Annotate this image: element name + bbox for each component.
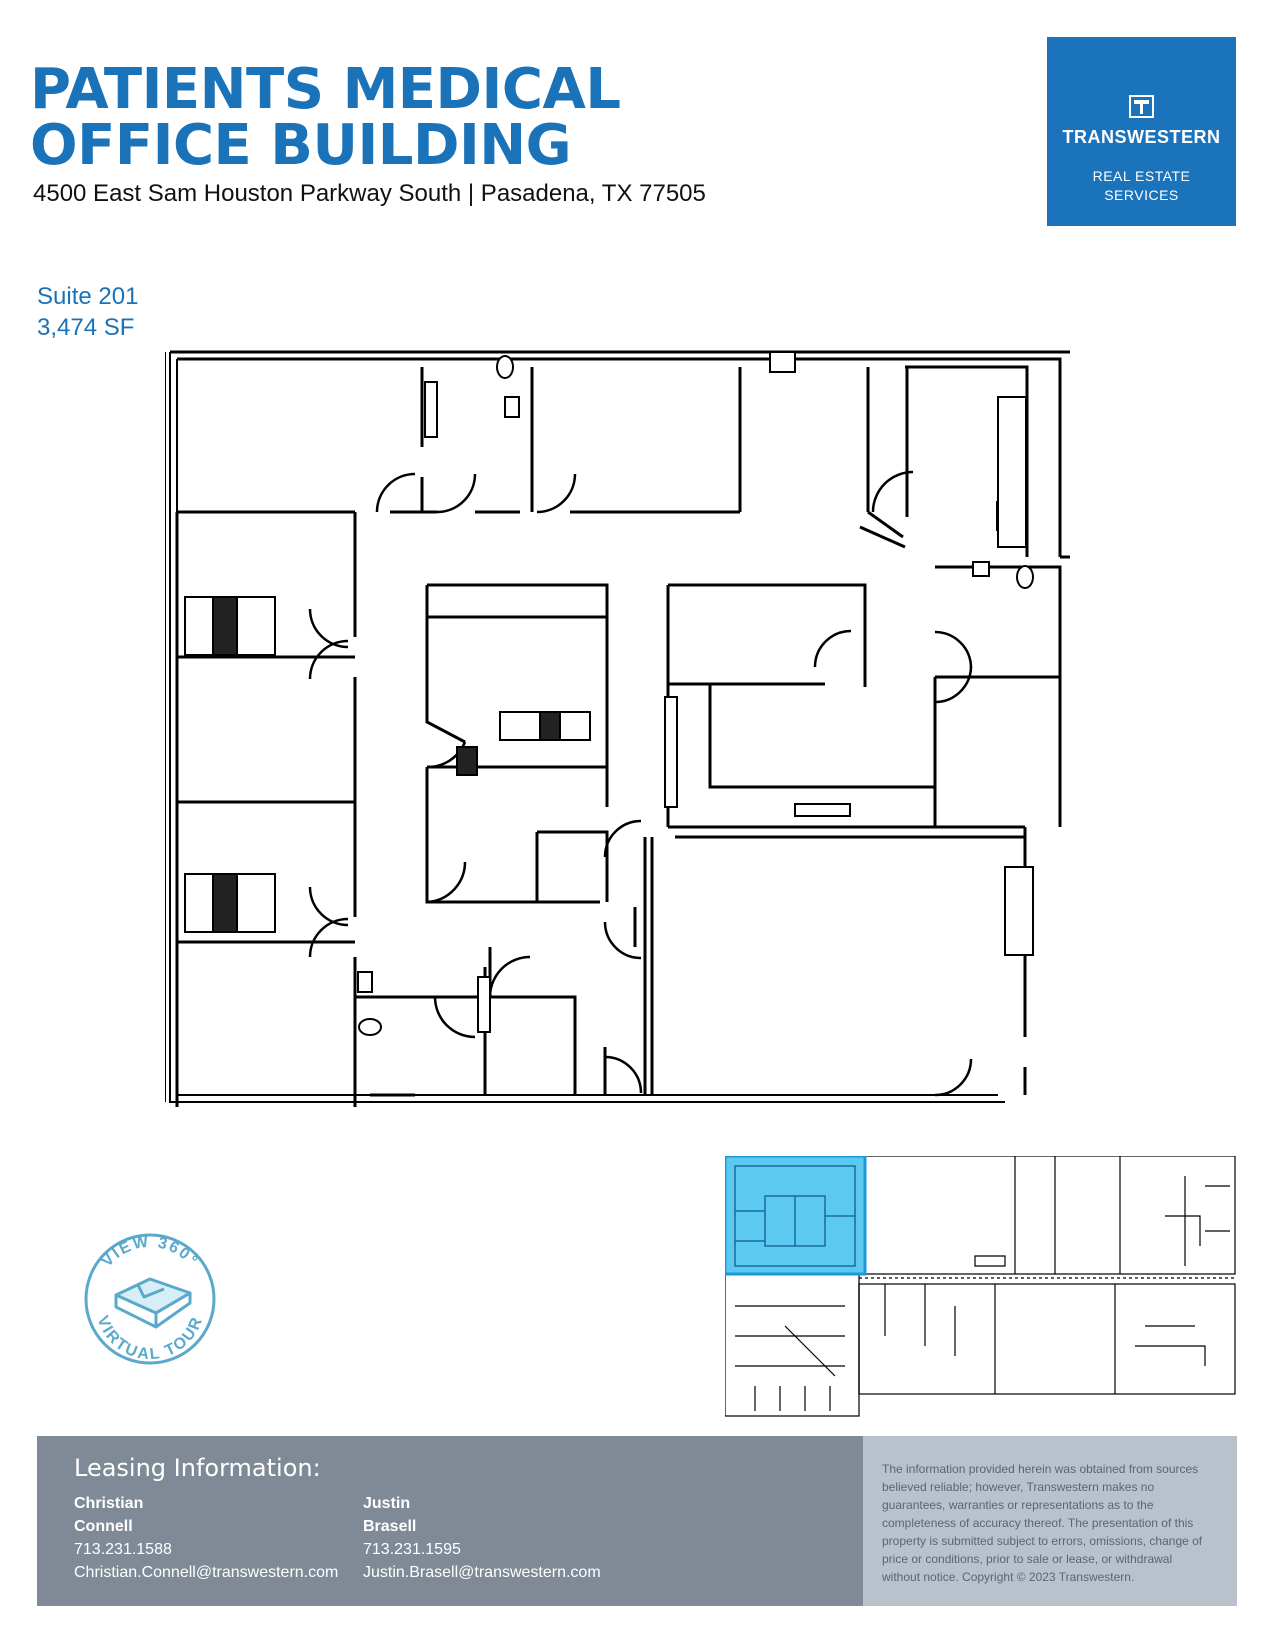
contact-email[interactable]: Christian.Connell@transwestern.com (74, 1564, 339, 1581)
title-line-2: OFFICE BUILDING (30, 113, 572, 178)
badge-top-text: VIEW 360° (99, 1233, 202, 1270)
logo-name: TRANSWESTERN (1062, 127, 1221, 147)
virtual-tour-badge[interactable]: VIEW 360° VIRTUAL TOUR (78, 1227, 222, 1371)
transwestern-logo[interactable]: TRANSWESTERN REAL ESTATE SERVICES (1047, 37, 1236, 226)
logo-sub-line-1: REAL ESTATE (1092, 168, 1191, 184)
t-logo-icon (1129, 95, 1154, 118)
suite-floor-plan (165, 350, 1070, 1107)
suite-area: 3,474 SF (37, 314, 135, 341)
property-address: 4500 East Sam Houston Parkway South | Pa… (33, 180, 706, 207)
room-3d-icon (114, 1277, 192, 1329)
contact-christian-connell: Christian Connell 713.231.1588 Christian… (74, 1492, 338, 1584)
leasing-footer: Leasing Information: Christian Connell 7… (37, 1436, 1237, 1606)
leasing-title: Leasing Information: (74, 1454, 321, 1482)
suite-name: Suite 201 (37, 283, 139, 310)
logo-subtitle: REAL ESTATE SERVICES (1087, 167, 1196, 205)
key-plan-lines (725, 1156, 1236, 1417)
key-plan (725, 1156, 1236, 1417)
contact-justin-brasell: Justin Brasell 713.231.1595 Justin.Brase… (363, 1492, 601, 1584)
disclaimer-text: The information provided herein was obta… (882, 1462, 1203, 1584)
contact-first-name: Justin (363, 1495, 411, 1512)
suite-info: Suite 201 3,474 SF (37, 281, 138, 343)
contact-phone[interactable]: 713.231.1595 (363, 1541, 461, 1558)
title-line-1: PATIENTS MEDICAL (30, 57, 621, 122)
door-swings (308, 470, 973, 1097)
badge-ring (84, 1233, 216, 1365)
plan-walls (165, 350, 1070, 1107)
logo-sub-line-2: SERVICES (1104, 187, 1179, 203)
contact-last-name: Brasell (363, 1518, 417, 1535)
leasing-panel: Leasing Information: Christian Connell 7… (37, 1436, 863, 1606)
contact-email[interactable]: Justin.Brasell@transwestern.com (363, 1564, 601, 1581)
highlighted-suite-lines (734, 1165, 856, 1267)
disclaimer-panel: The information provided herein was obta… (863, 1436, 1237, 1606)
contact-last-name: Connell (74, 1518, 133, 1535)
contact-first-name: Christian (74, 1495, 144, 1512)
page-title: PATIENTS MEDICAL OFFICE BUILDING (30, 62, 621, 174)
plan-fixtures (184, 351, 1034, 1036)
contact-phone[interactable]: 713.231.1588 (74, 1541, 172, 1558)
badge-bottom-text: VIRTUAL TOUR (94, 1314, 207, 1364)
